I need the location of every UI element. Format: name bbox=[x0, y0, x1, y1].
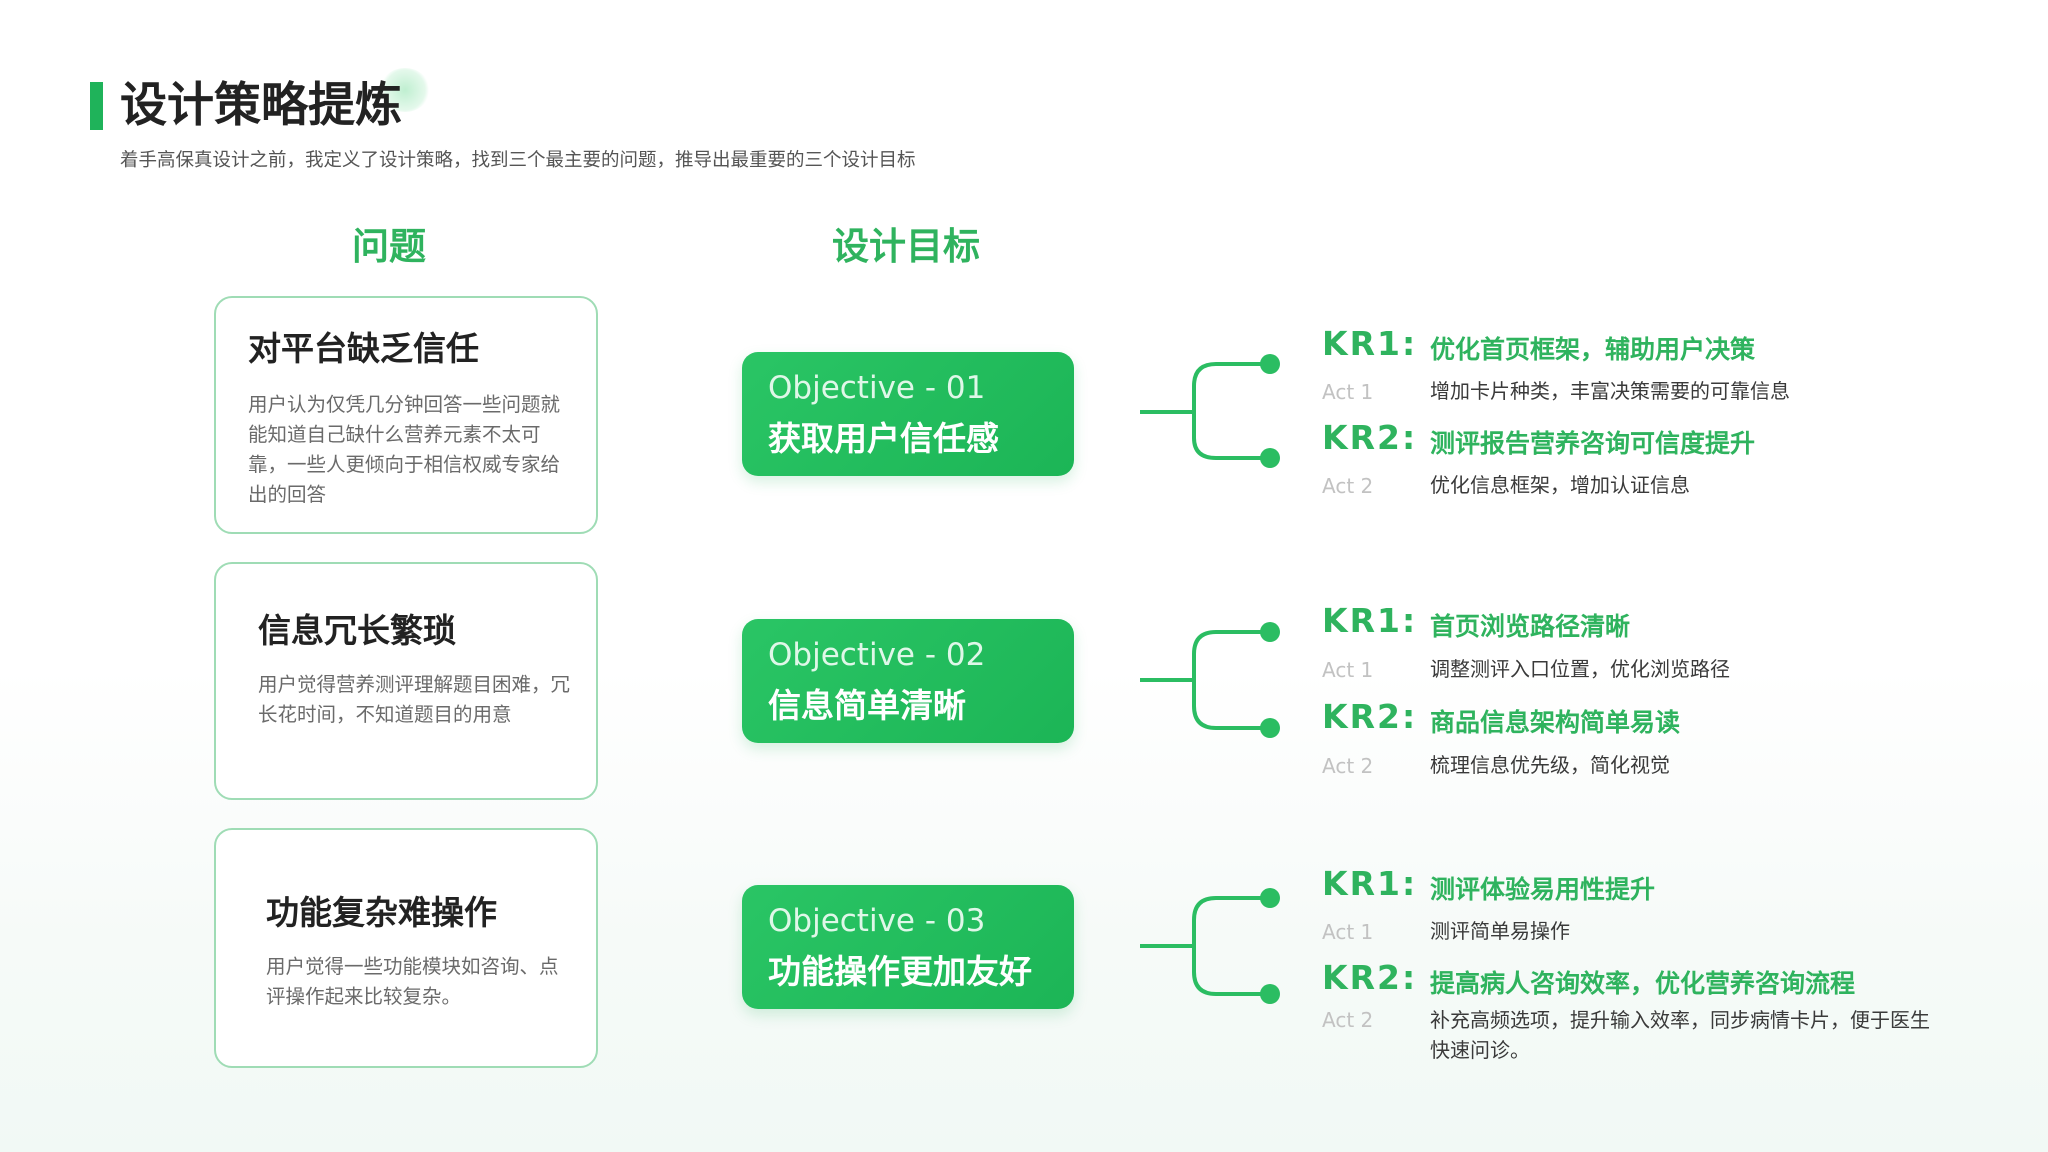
column-heading-problems: 问题 bbox=[352, 225, 426, 268]
objective-title: 获取用户信任感 bbox=[768, 419, 999, 458]
kr-tag: KR2: bbox=[1322, 418, 1418, 457]
kr-tag: KR1: bbox=[1322, 324, 1418, 363]
kr-tag: KR1: bbox=[1322, 864, 1418, 903]
act-tag: Act 2 bbox=[1322, 1008, 1374, 1032]
objective-label: Objective - 03 bbox=[768, 903, 986, 939]
problem-description: 用户觉得营养测评理解题目困难，冗长花时间，不知道题目的用意 bbox=[258, 673, 571, 726]
title-decoration bbox=[380, 68, 430, 112]
act-text: 梳理信息优先级，简化视觉 bbox=[1430, 753, 1670, 777]
objective-label: Objective - 02 bbox=[768, 637, 986, 673]
page-subtitle: 着手高保真设计之前，我定义了设计策略，找到三个最主要的问题，推导出最重要的三个设… bbox=[120, 150, 916, 171]
kr-text: 测评体验易用性提升 bbox=[1430, 875, 1656, 904]
problem-title: 信息冗长繁琐 bbox=[258, 611, 456, 650]
branch-connector-3 bbox=[1140, 888, 1280, 1004]
kr-text: 商品信息架构简单易读 bbox=[1430, 708, 1681, 737]
act-tag: Act 1 bbox=[1322, 380, 1374, 404]
problem-title: 对平台缺乏信任 bbox=[248, 329, 479, 368]
kr-text: 优化首页框架，辅助用户决策 bbox=[1430, 335, 1756, 364]
objective-card-3: Objective - 03 功能操作更加友好 bbox=[742, 885, 1074, 1009]
problem-card-1: 对平台缺乏信任 用户认为仅凭几分钟回答一些问题就能知道自己缺什么营养元素不太可靠… bbox=[214, 296, 598, 534]
branch-connector-1 bbox=[1140, 354, 1280, 468]
act-tag: Act 1 bbox=[1322, 658, 1374, 682]
kr-tag: KR2: bbox=[1322, 958, 1418, 997]
problem-description: 用户认为仅凭几分钟回答一些问题就能知道自己缺什么营养元素不太可靠，一些人更倾向于… bbox=[248, 393, 561, 506]
page-title: 设计策略提炼 bbox=[120, 78, 402, 133]
objective-card-1: Objective - 01 获取用户信任感 bbox=[742, 352, 1074, 476]
kr-text: 提高病人咨询效率，优化营养咨询流程 bbox=[1430, 969, 1856, 998]
problem-card-3: 功能复杂难操作 用户觉得一些功能模块如咨询、点评操作起来比较复杂。 bbox=[214, 828, 598, 1068]
act-tag: Act 1 bbox=[1322, 920, 1374, 944]
act-tag: Act 2 bbox=[1322, 474, 1374, 498]
act-text: 增加卡片种类，丰富决策需要的可靠信息 bbox=[1430, 379, 1790, 403]
kr-text: 测评报告营养咨询可信度提升 bbox=[1430, 429, 1756, 458]
act-text: 调整测评入口位置，优化浏览路径 bbox=[1430, 657, 1730, 681]
kr-tag: KR1: bbox=[1322, 601, 1418, 640]
problem-card-2: 信息冗长繁琐 用户觉得营养测评理解题目困难，冗长花时间，不知道题目的用意 bbox=[214, 562, 598, 800]
objective-card-2: Objective - 02 信息简单清晰 bbox=[742, 619, 1074, 743]
act-text: 补充高频选项，提升输入效率，同步病情卡片，便于医生快速问诊。 bbox=[1430, 1008, 1930, 1062]
objective-title: 功能操作更加友好 bbox=[768, 952, 1032, 991]
problem-title: 功能复杂难操作 bbox=[266, 893, 497, 932]
kr-text: 首页浏览路径清晰 bbox=[1430, 612, 1631, 641]
act-text: 优化信息框架，增加认证信息 bbox=[1430, 473, 1690, 497]
column-heading-goals: 设计目标 bbox=[832, 225, 980, 268]
problem-description: 用户觉得一些功能模块如咨询、点评操作起来比较复杂。 bbox=[266, 955, 559, 1008]
act-text: 测评简单易操作 bbox=[1430, 919, 1570, 943]
act-tag: Act 2 bbox=[1322, 754, 1374, 778]
kr-tag: KR2: bbox=[1322, 697, 1418, 736]
objective-title: 信息简单清晰 bbox=[768, 686, 966, 725]
branch-connector-2 bbox=[1140, 622, 1280, 738]
title-accent-bar bbox=[90, 82, 103, 130]
objective-label: Objective - 01 bbox=[768, 370, 986, 406]
